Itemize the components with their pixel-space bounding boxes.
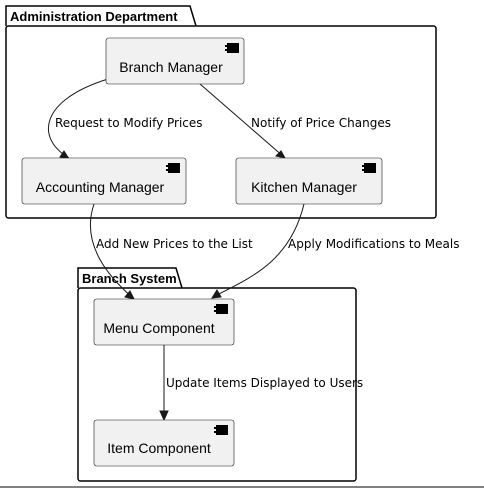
edge-line	[89, 203, 134, 299]
component-icon	[214, 425, 228, 435]
component-label: Item Component	[107, 440, 211, 456]
component-icon	[214, 304, 228, 314]
component-box	[21, 157, 187, 205]
relation-request-modify-prices: Request to Modify Prices	[47, 78, 203, 160]
edge-label: Update Items Displayed to Users	[166, 376, 363, 390]
edge-line	[199, 83, 285, 158]
edge-label: Notify of Price Changes	[251, 116, 391, 130]
edge-label: Request to Modify Prices	[55, 116, 203, 130]
component-label: Kitchen Manager	[251, 179, 357, 195]
arrowhead	[211, 289, 222, 299]
relation-notify-price-changes: Notify of Price Changes	[199, 83, 391, 159]
component-box	[105, 37, 245, 85]
component-accounting-manager: Accounting Manager	[21, 157, 187, 205]
component-item-component: Item Component	[93, 419, 235, 467]
edge-line	[212, 203, 305, 298]
package-title: Branch System	[82, 271, 177, 286]
component-box	[93, 419, 235, 467]
component-branch-manager: Branch Manager	[105, 37, 245, 85]
edge-label: Apply Modifications to Meals	[288, 237, 459, 251]
arrowhead	[275, 150, 286, 159]
package-tab	[77, 267, 183, 289]
edge-line	[47, 78, 109, 159]
edge-label: Add New Prices to the List	[96, 237, 253, 251]
component-icon	[362, 163, 376, 173]
component-kitchen-manager: Kitchen Manager	[235, 157, 383, 205]
component-menu-component: Menu Component	[93, 298, 235, 346]
component-label: Menu Component	[103, 320, 214, 336]
relation-add-new-prices: Add New Prices to the List	[89, 203, 253, 300]
package-tab	[5, 5, 197, 27]
component-box	[235, 157, 383, 205]
arrowhead	[159, 410, 169, 422]
component-label: Accounting Manager	[36, 179, 165, 195]
relation-apply-modifications: Apply Modifications to Meals	[211, 203, 459, 299]
component-icon	[225, 43, 239, 53]
relation-update-items-displayed: Update Items Displayed to Users	[159, 345, 363, 422]
component-label: Branch Manager	[119, 59, 223, 75]
component-icon	[166, 163, 180, 173]
arrowhead	[124, 290, 135, 300]
package-title: Administration Department	[10, 9, 178, 24]
component-box	[93, 298, 235, 346]
